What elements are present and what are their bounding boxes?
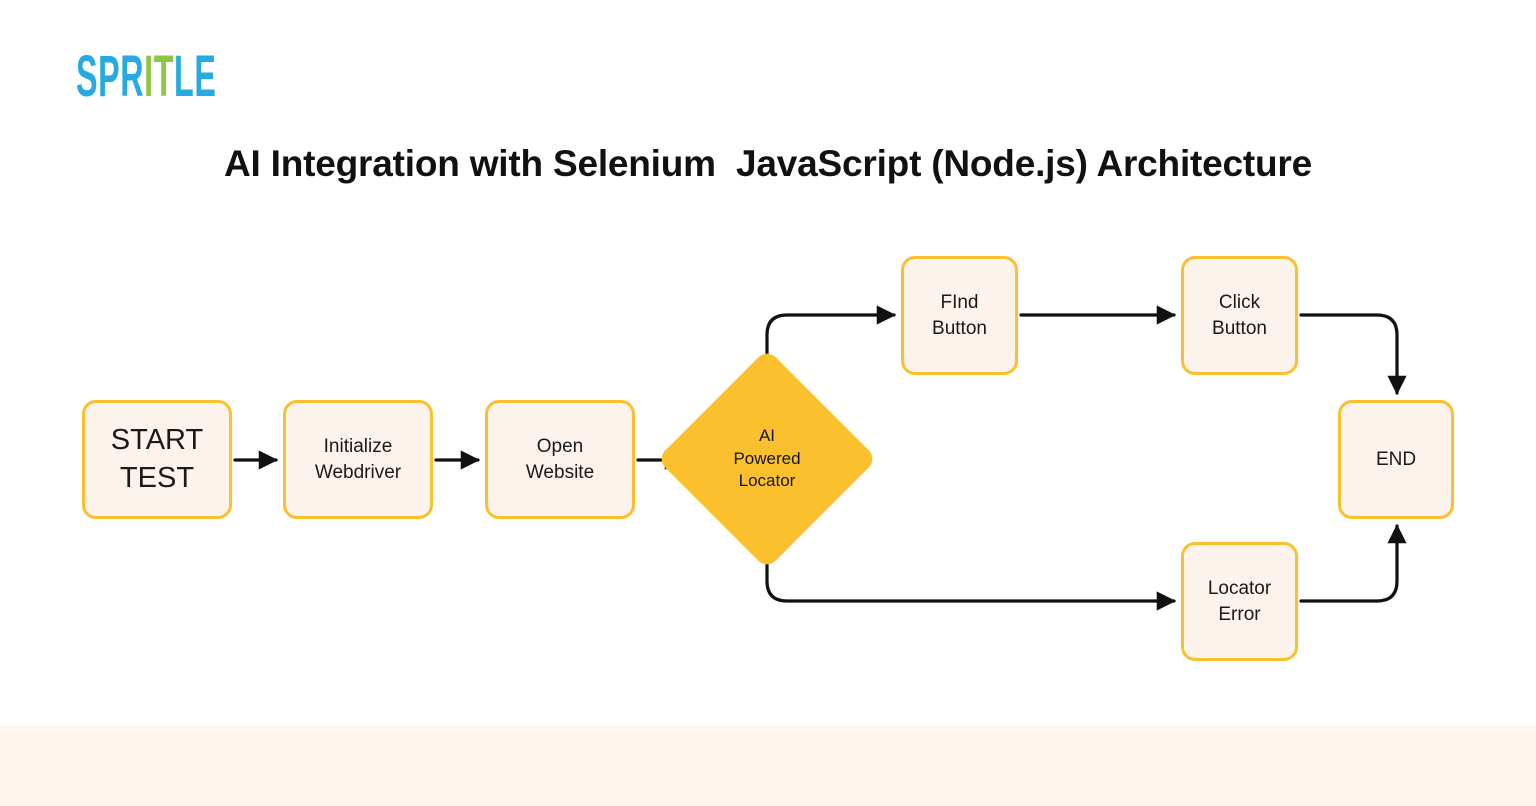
node-initialize-webdriver-label: Initialize Webdriver xyxy=(314,436,402,483)
node-find-button-label: FInd Button xyxy=(932,292,987,339)
page-title: AI Integration with Selenium JavaScript … xyxy=(223,143,1313,184)
node-click-button-label: Click Button xyxy=(1212,292,1267,339)
spritle-logo: SPRITLE xyxy=(76,48,216,106)
node-ai-powered-locator-label: AI Powered Locator xyxy=(733,425,801,491)
edge-click-to-end xyxy=(1299,313,1407,395)
node-find-button[interactable]: FInd Button xyxy=(901,256,1018,375)
node-end[interactable]: END xyxy=(1338,400,1454,519)
node-end-label: END xyxy=(1375,448,1417,470)
node-locator-error[interactable]: Locator Error xyxy=(1181,542,1298,661)
logo-part-spr: SPR xyxy=(76,44,145,110)
node-start-test-label: START TEST xyxy=(110,424,204,494)
edge-ai-to-error xyxy=(765,535,1176,611)
edge-error-to-end xyxy=(1299,524,1407,603)
logo-part-le: LE xyxy=(174,44,217,110)
node-locator-error-label: Locator Error xyxy=(1207,578,1272,625)
logo-part-it: IT xyxy=(144,44,175,110)
node-initialize-webdriver[interactable]: Initialize Webdriver xyxy=(283,400,433,519)
node-open-website[interactable]: Open Website xyxy=(485,400,635,519)
node-start-test[interactable]: START TEST xyxy=(82,400,232,519)
flowchart: START TEST Initialize Webdriver Open Web… xyxy=(82,256,1454,661)
footer-band xyxy=(0,726,1536,806)
node-open-website-label: Open Website xyxy=(525,436,595,483)
node-click-button[interactable]: Click Button xyxy=(1181,256,1298,375)
node-ai-powered-locator[interactable]: AI Powered Locator xyxy=(656,348,878,570)
